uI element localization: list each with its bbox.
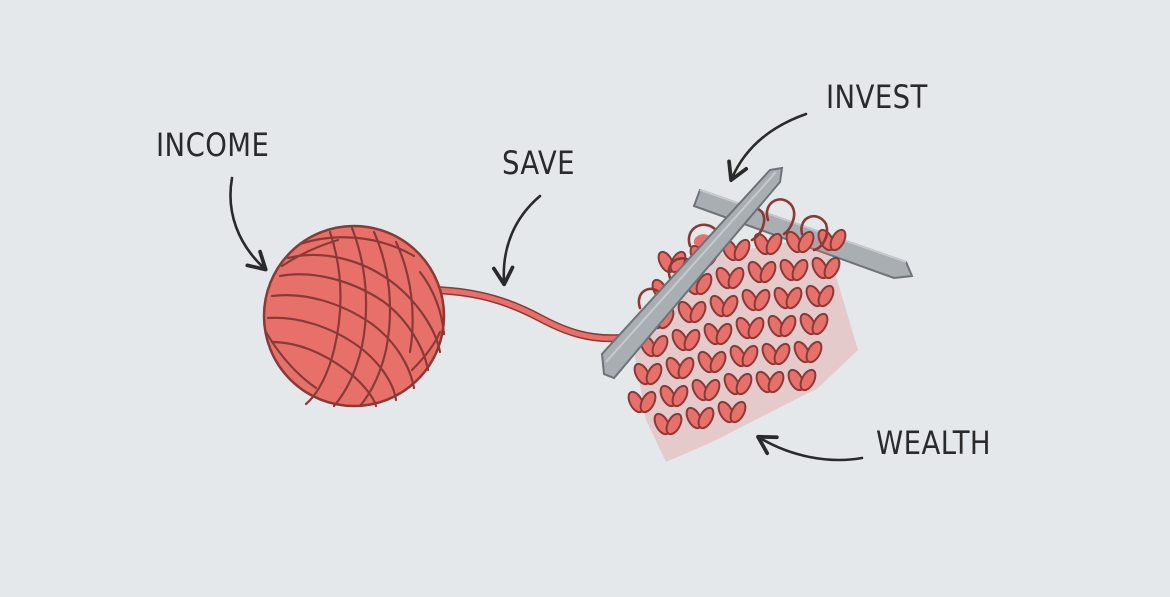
- stitch-loop: [797, 230, 815, 254]
- stitch-loop: [721, 294, 739, 318]
- stitch-loop: [697, 406, 715, 430]
- stitch-loop: [791, 258, 809, 282]
- stitch-loop: [753, 288, 771, 312]
- stitch-loop: [805, 340, 823, 364]
- stitch-loop: [741, 344, 759, 368]
- stitch-loop: [779, 314, 797, 338]
- wealth-arrow: [756, 434, 864, 462]
- yarn-ball-icon: [262, 224, 446, 408]
- stitch-loop: [689, 300, 707, 324]
- save-label: SAVE: [502, 144, 575, 182]
- wealth-label: WEALTH: [876, 424, 992, 462]
- stitch-loop: [677, 356, 695, 380]
- stitch-loop: [773, 342, 791, 366]
- stitch-loop: [817, 284, 835, 308]
- stitch-loop: [785, 286, 803, 310]
- stitch-loop: [665, 412, 683, 436]
- stitch-loop: [695, 272, 713, 296]
- stitch-loop: [671, 384, 689, 408]
- stitch-loop: [733, 238, 751, 262]
- stitch-loop: [799, 368, 817, 392]
- stitch-loop: [651, 334, 669, 358]
- stitch-loop: [645, 362, 663, 386]
- stitch-loop: [703, 378, 721, 402]
- knitted-fabric-icon: [627, 198, 858, 462]
- stitch-loop: [759, 260, 777, 284]
- stitch-loop: [829, 228, 847, 252]
- save-arrow: [491, 194, 542, 287]
- income-label: INCOME: [156, 126, 270, 164]
- stitch-loop: [639, 390, 657, 414]
- stitch-loop: [709, 350, 727, 374]
- knitting-needle-front: [600, 166, 784, 380]
- stitch-loop: [683, 328, 701, 352]
- stitch-loop: [767, 370, 785, 394]
- stitch-loop: [765, 232, 783, 256]
- invest-arrow: [727, 112, 808, 183]
- invest-label: INVEST: [826, 78, 928, 116]
- stitch-loop: [735, 372, 753, 396]
- stitch-loop: [747, 316, 765, 340]
- stitch-loop: [715, 322, 733, 346]
- income-arrow: [229, 176, 268, 272]
- stitch-loop: [727, 266, 745, 290]
- stitch-loop: [729, 400, 747, 424]
- stitch-loop: [811, 312, 829, 336]
- stitch-loop: [823, 256, 841, 280]
